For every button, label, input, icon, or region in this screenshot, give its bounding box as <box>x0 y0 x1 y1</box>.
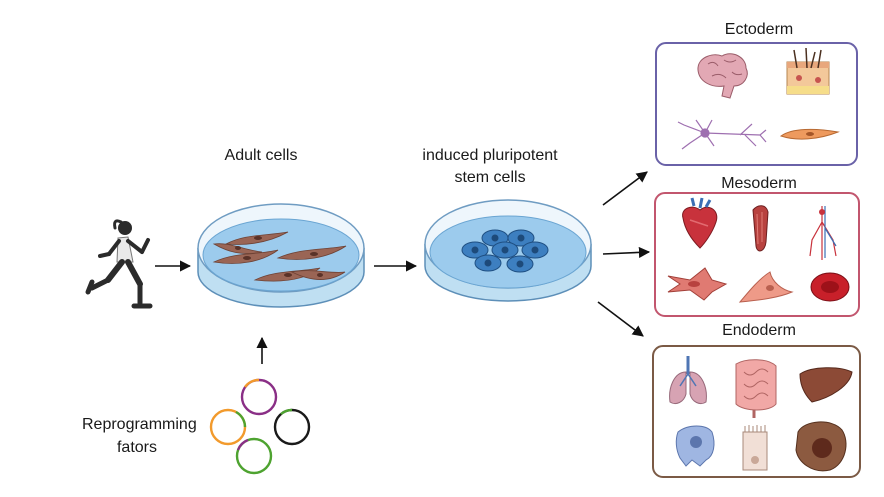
skin-icon <box>786 47 830 95</box>
petri-dish-ipsc-icon <box>424 199 592 302</box>
runner-icon <box>85 219 153 309</box>
pancreatic-cell-icon <box>675 425 715 467</box>
adult-cells-label: Adult cells <box>224 147 298 164</box>
muscle-icon <box>752 205 769 252</box>
lungs-icon <box>669 356 707 405</box>
ipsc-label-line1: induced pluripotent <box>422 147 558 164</box>
endoderm-title: Endoderm <box>722 322 796 339</box>
brain-icon <box>697 53 748 99</box>
hepatocyte-icon <box>795 421 847 472</box>
intestine-icon <box>735 359 777 418</box>
reprogramming-label-line2: fators <box>116 439 157 456</box>
smooth-muscle-cell-icon <box>667 267 728 301</box>
ipsc-label-line2: stem cells <box>454 169 526 186</box>
blood-vessels-icon <box>809 206 837 260</box>
ectoderm-box <box>655 42 858 166</box>
reprogramming-label-line1: Reprogramming <box>82 416 197 433</box>
ectoderm-title: Ectoderm <box>724 21 794 38</box>
petri-dish-fibroblasts-icon <box>197 203 365 308</box>
neuron-icon <box>677 119 767 150</box>
plasmid-black-green-icon <box>273 408 311 446</box>
fibroblast-cell-icon <box>738 271 794 303</box>
epithelial-cell-icon <box>742 425 768 471</box>
arrow-to-mesoderm <box>602 246 651 259</box>
melanocyte-icon <box>779 128 840 140</box>
red-blood-cell-icon <box>810 272 850 302</box>
plasmid-green-purple-icon <box>235 437 273 475</box>
mesoderm-title: Mesoderm <box>721 175 797 192</box>
plasmid-orange-purple-icon <box>240 378 278 416</box>
arrow-to-endoderm <box>597 301 644 337</box>
liver-icon <box>799 367 853 403</box>
arrow-to-ectoderm <box>602 171 648 206</box>
heart-icon <box>682 197 718 249</box>
plasmid-orange-green-icon <box>209 408 247 446</box>
